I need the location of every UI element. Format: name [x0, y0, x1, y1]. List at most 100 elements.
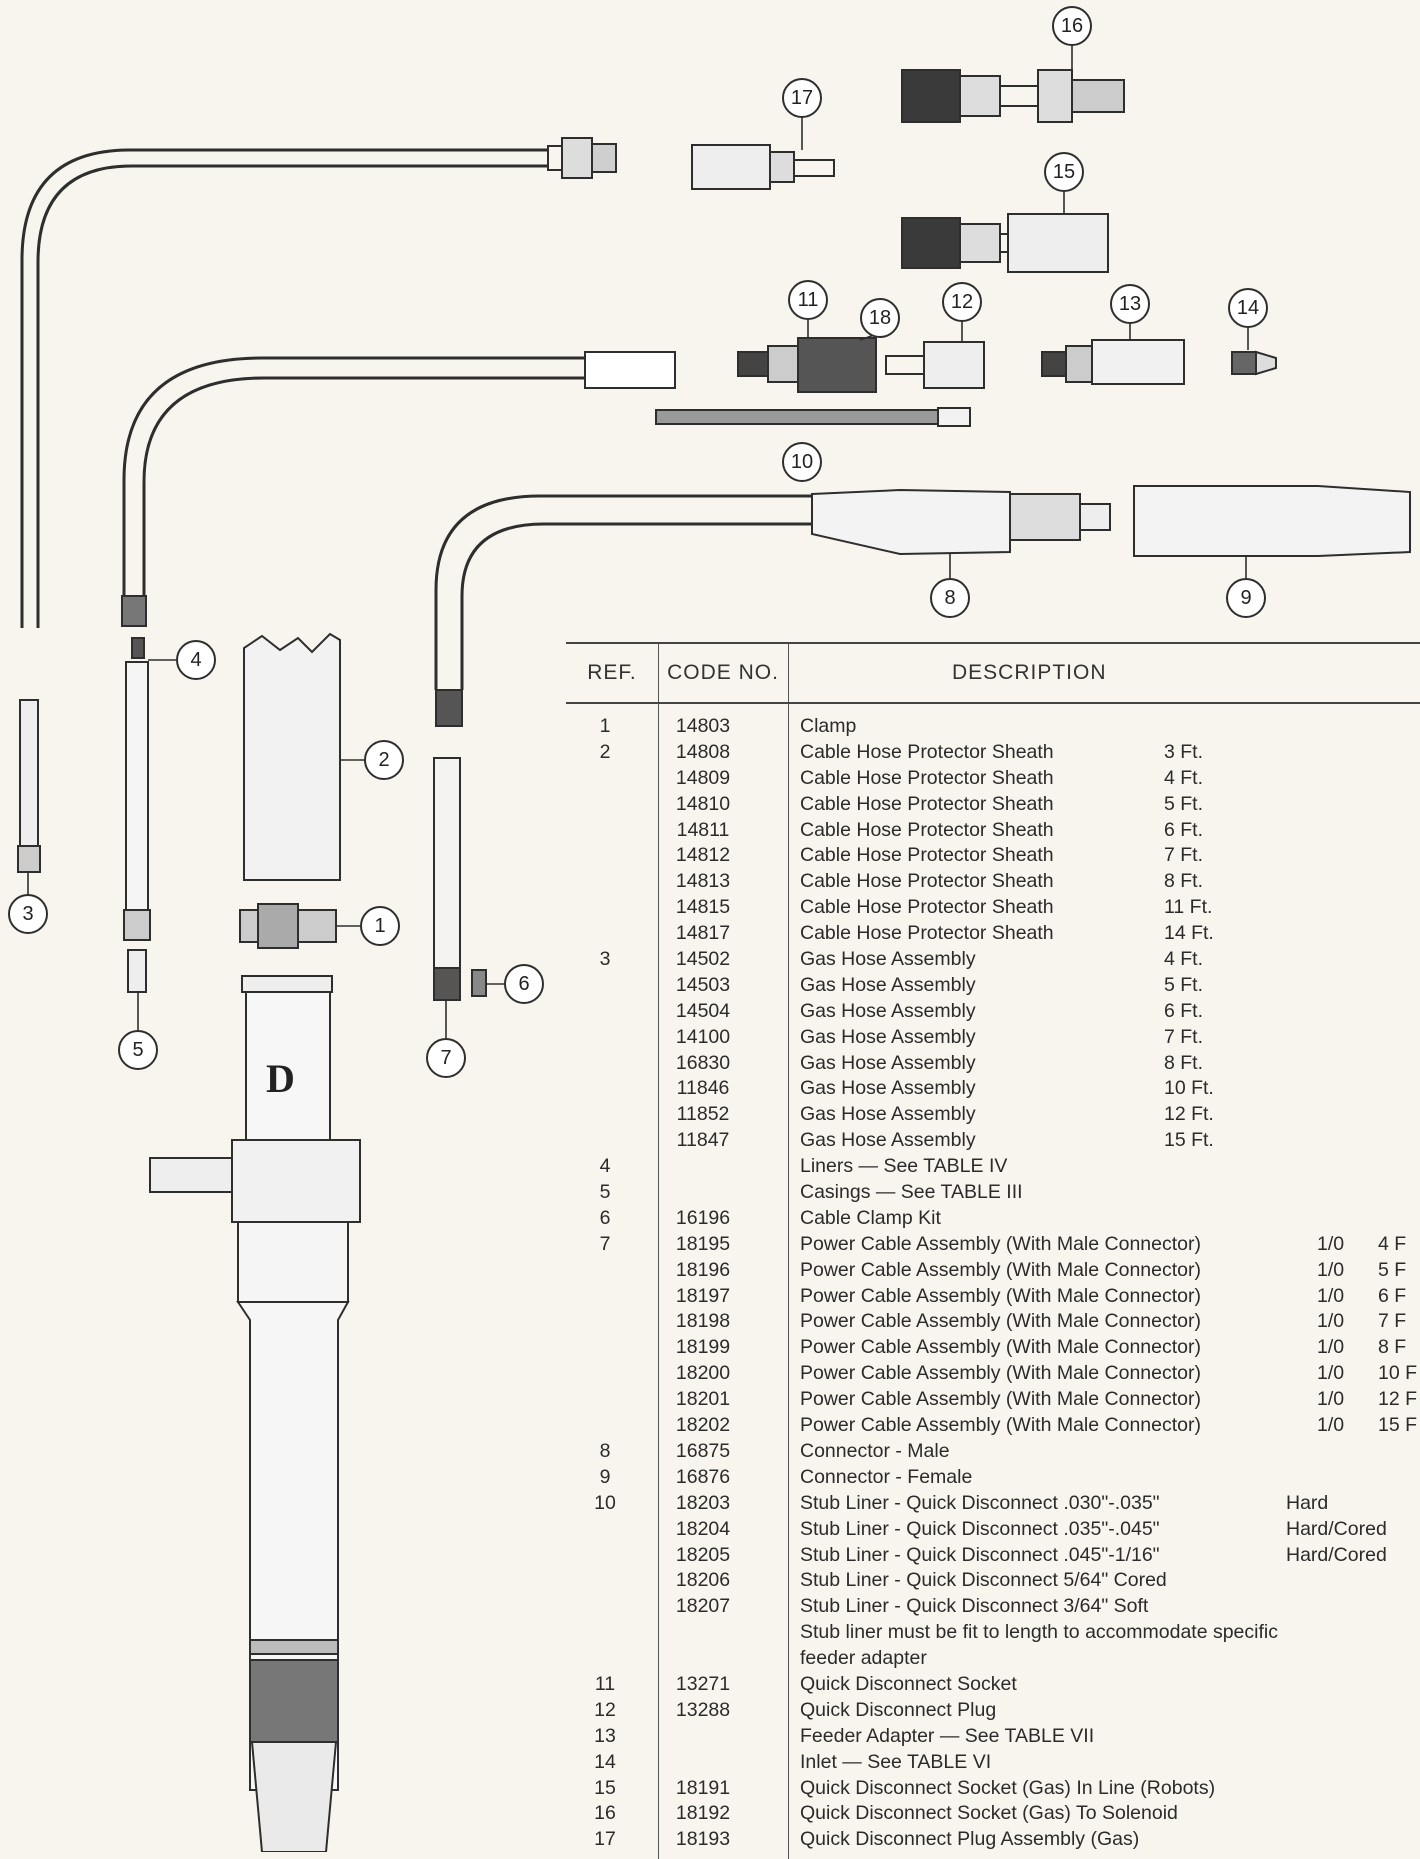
- description-cell: Gas Hose Assembly: [800, 1025, 976, 1048]
- detail-cell: 1/0: [1317, 1388, 1345, 1411]
- description-cell: Casings — See TABLE III: [800, 1181, 1023, 1204]
- description-cell: Power Cable Assembly (With Male Connecto…: [800, 1336, 1201, 1359]
- cable-hose-protector-sheath: [243, 632, 341, 881]
- stub-liner: [655, 407, 971, 427]
- code-cell: 18197: [675, 1284, 731, 1307]
- quick-disconnect-plug-assembly-gas: [691, 144, 835, 190]
- length-cell: 7 F: [1378, 1310, 1407, 1333]
- length-cell: 6 F: [1378, 1284, 1407, 1307]
- detail-cell: Hard/Cored: [1286, 1517, 1387, 1540]
- code-cell: 18204: [675, 1517, 731, 1540]
- code-cell: 18201: [675, 1388, 731, 1411]
- callout-13: 13: [1110, 284, 1150, 324]
- table-row: 7 18195 Power Cable Assembly (With Male Co…: [566, 1232, 1420, 1258]
- table-row: 18196 Power Cable Assembly (With Male Con…: [566, 1258, 1420, 1284]
- cable-clamp-kit: [471, 969, 487, 997]
- description-cell: Cable Hose Protector Sheath: [800, 792, 1054, 815]
- table-row: feeder adapter: [566, 1646, 1420, 1672]
- description-cell: Quick Disconnect Socket (Gas) To Solenoi…: [800, 1802, 1178, 1825]
- svg-text:10: 10: [791, 451, 813, 473]
- quick-disconnect-socket-gas-solenoid: [901, 69, 1125, 123]
- code-cell: 18195: [675, 1232, 731, 1255]
- quick-disconnect-socket-gas-in-line: [901, 213, 1109, 273]
- ref-cell: 16: [594, 1802, 616, 1825]
- detail-cell: 8 Ft.: [1164, 870, 1204, 893]
- svg-text:8: 8: [944, 587, 955, 609]
- callout-11: 11: [788, 280, 828, 320]
- description-cell: Power Cable Assembly (With Male Connecto…: [800, 1232, 1201, 1255]
- detail-cell: 1/0: [1317, 1414, 1345, 1437]
- svg-text:4: 4: [190, 649, 201, 671]
- description-cell: Power Cable Assembly (With Male Connecto…: [800, 1258, 1201, 1281]
- ref-cell: 13: [594, 1724, 616, 1747]
- description-cell: Power Cable Assembly (With Male Connecto…: [800, 1388, 1201, 1411]
- length-cell: 4 F: [1378, 1232, 1407, 1255]
- detail-cell: 10 Ft.: [1164, 1077, 1214, 1100]
- code-cell: 11847: [676, 1129, 730, 1152]
- svg-text:15: 15: [1053, 161, 1075, 183]
- inlet: [1231, 350, 1277, 376]
- svg-text:12: 12: [951, 291, 973, 313]
- detail-cell: 5 Ft.: [1164, 973, 1204, 996]
- code-cell: 16196: [675, 1206, 731, 1229]
- callout-18: 18: [860, 298, 900, 338]
- code-cell: 14810: [675, 792, 731, 815]
- table-row: 18204 Stub Liner - Quick Disconnect .035"…: [566, 1517, 1420, 1543]
- detail-cell: 4 Ft.: [1164, 948, 1204, 971]
- detail-cell: 15 Ft.: [1164, 1129, 1214, 1152]
- callout-2: 2: [364, 740, 404, 780]
- description-cell: Gas Hose Assembly: [800, 999, 976, 1022]
- svg-text:17: 17: [791, 87, 813, 109]
- length-cell: 10 F: [1378, 1362, 1418, 1385]
- header-ref: REF.: [566, 644, 658, 704]
- code-cell: 14811: [676, 818, 730, 841]
- code-cell: 18196: [675, 1258, 731, 1281]
- code-cell: 18207: [675, 1595, 731, 1618]
- length-cell: 15 F: [1378, 1414, 1418, 1437]
- description-cell: Gas Hose Assembly: [800, 1051, 976, 1074]
- detail-cell: 1/0: [1317, 1336, 1345, 1359]
- callout-6: 6: [504, 964, 544, 1004]
- description-cell: Connector - Male: [800, 1439, 950, 1462]
- ref-cell: 14: [594, 1750, 616, 1773]
- description-cell: Power Cable Assembly (With Male Connecto…: [800, 1310, 1201, 1333]
- callout-8: 8: [930, 578, 970, 618]
- header-code-no: CODE NO.: [658, 644, 788, 704]
- description-cell: Stub Liner - Quick Disconnect 5/64" Core…: [800, 1569, 1167, 1592]
- description-cell: Gas Hose Assembly: [800, 948, 976, 971]
- svg-text:3: 3: [22, 903, 33, 925]
- header-description-label: DESCRIPTION: [952, 661, 1107, 684]
- description-cell: Cable Hose Protector Sheath: [800, 740, 1054, 763]
- code-cell: 18198: [675, 1310, 731, 1333]
- callout-12: 12: [942, 282, 982, 322]
- callout-7: 7: [426, 1038, 466, 1078]
- clamp: [239, 903, 337, 949]
- callout-16: 16: [1052, 6, 1092, 46]
- table-row: Stub liner must be fit to length to acco…: [566, 1620, 1420, 1646]
- description-cell: Power Cable Assembly (With Male Connecto…: [800, 1414, 1201, 1437]
- detail-cell: 8 Ft.: [1164, 1051, 1204, 1074]
- description-cell: Stub Liner - Quick Disconnect .035"-.045…: [800, 1517, 1160, 1540]
- svg-text:9: 9: [1240, 587, 1251, 609]
- ref-cell: 7: [599, 1232, 611, 1255]
- description-cell: Quick Disconnect Plug Assembly (Gas): [800, 1828, 1140, 1851]
- ref-cell: 17: [594, 1828, 616, 1851]
- code-cell: 13288: [675, 1698, 731, 1721]
- detail-cell: 5 Ft.: [1164, 792, 1204, 815]
